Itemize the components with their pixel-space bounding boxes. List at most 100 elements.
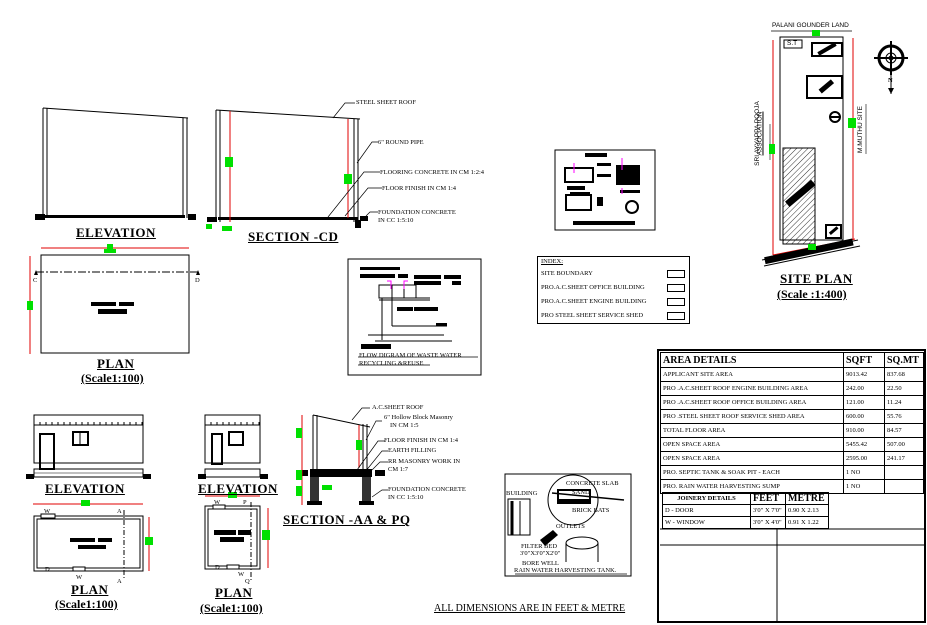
section-mark-a: A <box>117 578 122 585</box>
section-aa-label: RR MASONRY WORK IN <box>388 458 461 465</box>
elevation-shed-drawing <box>35 107 196 249</box>
north-boundary-label: PALANI GOUNDER LAND <box>772 22 849 29</box>
dimension-marker <box>225 157 233 167</box>
row-label: W - WINDOW <box>662 516 751 529</box>
plan-engine-drawing <box>204 502 269 582</box>
rainwater-label: 3'0"X3'0"X2'0" <box>520 550 561 557</box>
elevation-engine-title: ELEVATION <box>198 481 278 496</box>
window-mark: W <box>238 571 245 578</box>
row-sqft: 5455.42 <box>843 437 885 452</box>
row-sqft: 242.00 <box>843 381 885 396</box>
dimensions-note: ALL DIMENSIONS ARE IN FEET & METRE <box>434 603 626 614</box>
window-mark: W <box>76 574 83 581</box>
row-sqft: 121.00 <box>843 395 885 410</box>
dimension-marker <box>222 226 232 231</box>
row-sqmt <box>884 465 924 480</box>
section-cd-drawing <box>207 102 382 228</box>
row-sqmt: 11.24 <box>884 395 924 410</box>
site-plan-title: SITE PLAN <box>780 271 853 286</box>
plan-office-drawing <box>33 510 150 580</box>
dimension-marker <box>228 492 237 498</box>
row-feet: 3'0" X 7'0" <box>750 504 786 517</box>
section-aa-label: FLOOR FINISH IN CM 1:4 <box>384 437 459 444</box>
plan-shed-drawing <box>29 254 200 354</box>
row-metre: 0.91 X 1.22 <box>785 516 829 529</box>
dimension-marker <box>296 428 302 438</box>
row-sqft: 1 NO <box>843 479 885 494</box>
index-item: PRO.A.C.SHEET OFFICE BUILDING <box>541 284 645 291</box>
rainwater-label: CONCRETE SLAB <box>566 480 619 487</box>
area-details-header: AREA DETAILS SQFT SQ.MT <box>660 352 924 368</box>
section-cd-label: 6" ROUND PIPE <box>378 139 424 146</box>
dimension-marker <box>769 144 775 154</box>
dimension-marker <box>104 249 116 253</box>
section-aa-pq-drawing <box>298 407 388 505</box>
rainwater-label: BORE WELL <box>522 560 559 567</box>
rainwater-label: BRICK BATS <box>572 507 610 514</box>
dimension-marker <box>296 470 302 480</box>
section-cd-label: FLOORING CONCRETE IN CM 1:2:4 <box>380 169 485 176</box>
row-sqft: 600.00 <box>843 409 885 424</box>
row-sqmt: 84.57 <box>884 423 924 438</box>
sqft-heading: SQFT <box>843 352 885 368</box>
joinery-heading: JOINERY DETAILS <box>662 492 751 505</box>
row-label: PRO. SEPTIC TANK & SOAK PIT - EACH <box>660 465 844 480</box>
row-feet: 3'0" X 4'0" <box>750 516 786 529</box>
compass-icon <box>874 41 908 94</box>
table-row: PRO .A.C.SHEET ROOF ENGINE BUILDING AREA… <box>660 381 924 396</box>
section-aa-label: IN CC 1:5:10 <box>388 494 424 501</box>
section-aa-label: CM 1:7 <box>388 466 409 473</box>
row-label: TOTAL FLOOR AREA <box>660 423 844 438</box>
section-cd-label: FLOOR FINISH IN CM 1:4 <box>382 185 457 192</box>
joinery-header: JOINERY DETAILS FEET METRE <box>662 492 829 505</box>
row-metre: 0.90 X 2.13 <box>785 504 829 517</box>
elevation-shed-title: ELEVATION <box>76 225 156 240</box>
rainwater-label: FILTER BED <box>521 543 558 550</box>
section-cd-label: IN CC 1:5:10 <box>378 217 414 224</box>
rainwater-label: OUTLETS <box>556 523 585 530</box>
flow-diagram-caption: RECYCLING &REUSE <box>359 360 424 367</box>
row-sqmt <box>884 479 924 494</box>
plan-engine-scale: (Scale1:100) <box>200 601 263 615</box>
area-details-table: AREA DETAILS SQFT SQ.MT APPLICANT SITE A… <box>660 352 924 494</box>
detail-thumbnail-drawing <box>554 149 656 231</box>
elevation-office-title: ELEVATION <box>45 481 125 496</box>
plan-shed-scale: (Scale1:100) <box>81 371 144 385</box>
elevation-office-drawing <box>26 414 151 505</box>
legend-swatch <box>667 270 685 278</box>
row-label: OPEN SPACE AREA <box>660 437 844 452</box>
index-heading: INDEX: <box>541 258 564 265</box>
sqmt-heading: SQ.MT <box>884 352 924 368</box>
row-label: APPLICANT SITE AREA <box>660 367 844 382</box>
row-label: OPEN SPACE AREA <box>660 451 844 466</box>
rainwater-label: SAND <box>572 489 590 496</box>
row-sqmt: 241.17 <box>884 451 924 466</box>
index-item: PRO.A.C.SHEET ENGINE BUILDING <box>541 298 647 305</box>
compass-north-letter: N <box>888 77 893 84</box>
feet-heading: FEET <box>750 492 786 505</box>
row-label: PRO .A.C.SHEET ROOF ENGINE BUILDING AREA <box>660 381 844 396</box>
door-mark: D <box>45 566 50 573</box>
row-sqmt: 837.68 <box>884 367 924 382</box>
flow-diagram-caption: FLOW DIGRAM OF WASTE WATER <box>359 352 462 359</box>
section-mark-q: Q <box>245 578 250 585</box>
index-item: SITE BOUNDARY <box>541 270 593 277</box>
row-label: PRO .A.C.SHEET ROOF OFFICE BUILDING AREA <box>660 395 844 410</box>
dimension-marker <box>808 244 816 250</box>
row-sqft: 1 NO <box>843 465 885 480</box>
dimension-marker <box>107 244 113 249</box>
section-cd-title: SECTION -CD <box>248 229 339 244</box>
plan-office-title: PLAN <box>71 582 109 597</box>
dimension-marker <box>27 301 33 310</box>
section-aa-pq-title: SECTION -AA & PQ <box>283 512 411 527</box>
septic-tank-label: S.T <box>787 40 798 47</box>
row-label: PRO .STEEL SHEET ROOF SERVICE SHED AREA <box>660 409 844 424</box>
